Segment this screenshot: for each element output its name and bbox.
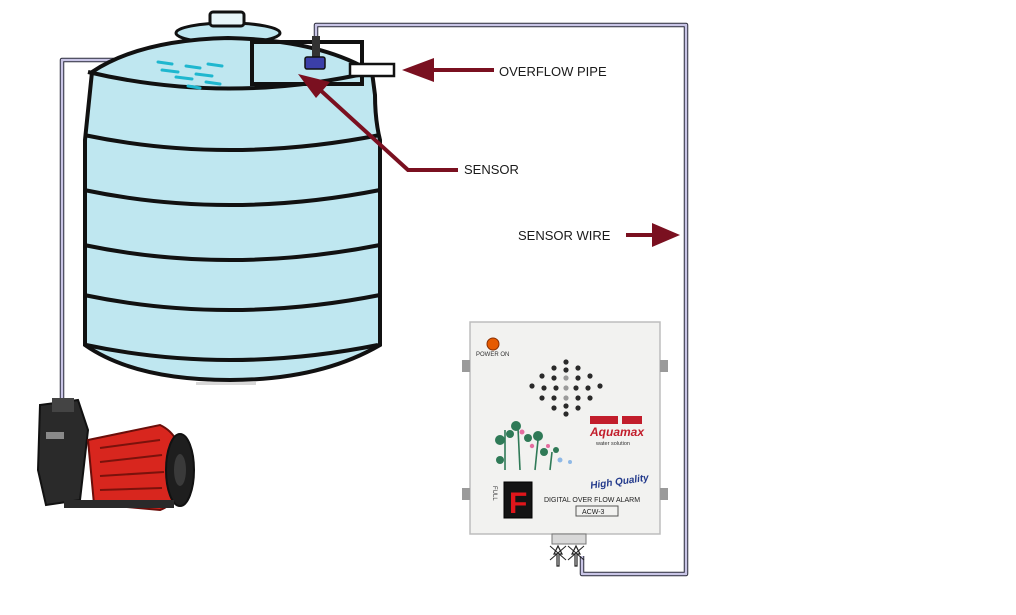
speaker-grille — [529, 359, 603, 417]
water-tank — [83, 10, 382, 385]
wire-connector — [549, 533, 587, 567]
overflow-pipe — [348, 62, 396, 78]
sensor-wire-arrow — [626, 223, 680, 247]
brand-logo: Aquamax water solution — [589, 416, 645, 447]
overflow-alarm-unit: POWER ON — [462, 321, 668, 567]
arrows — [298, 58, 680, 247]
water-splash — [156, 60, 224, 90]
water-pump — [36, 398, 195, 512]
brand-name: Aquamax — [589, 425, 645, 439]
power-on-label: POWER ON — [476, 352, 509, 358]
power-led — [486, 337, 500, 351]
tank-lid-handle — [208, 10, 246, 28]
digital-display: F — [503, 481, 533, 520]
overflow-pipe-label: OVERFLOW PIPE — [499, 64, 607, 79]
product-title: DIGITAL OVER FLOW ALARM — [544, 497, 640, 504]
sensor-probe — [304, 56, 326, 70]
brand-tagline: water solution — [595, 441, 630, 447]
display-readout: F — [509, 487, 527, 520]
model-number: ACW-3 — [582, 509, 605, 516]
sensor-arrow — [298, 74, 458, 172]
sensor-label: SENSOR — [464, 162, 519, 177]
full-label: FULL — [491, 486, 497, 501]
overflow-pipe-arrow — [402, 58, 494, 82]
sensor-wire-label: SENSOR WIRE — [518, 228, 611, 243]
floral-decoration — [495, 421, 572, 471]
sensor-box — [250, 36, 396, 86]
